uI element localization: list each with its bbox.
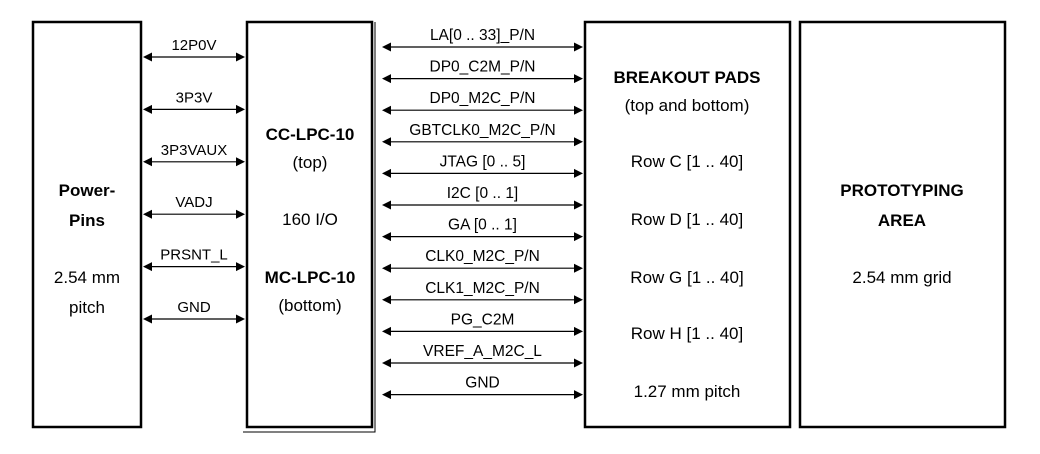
power-signal-arrows: 12P0V 3P3V 3P3VAUX VADJ PRSNT_L GND [143,37,245,324]
power-signal-vadj-3-arrowhead-right [236,209,245,219]
breakout-sub: (top and bottom) [625,96,750,115]
io-signal-i2c-0-1-5-arrowhead-left [382,200,391,210]
breakout-row-d: Row D [1 .. 40] [631,210,743,229]
power-signal-gnd-5-label: GND [177,299,211,316]
connector-shadow [243,22,376,433]
io-signal-gbtclk0-m2c-p-n-3-arrowhead-right [574,137,583,147]
io-signal-la-0-33-p-n-0-arrowhead-right [574,42,583,52]
io-signal-jtag-0-5-4-arrowhead-left [382,168,391,178]
breakout-row-g: Row G [1 .. 40] [630,268,743,287]
connector-bottom-title: MC-LPC-10 [265,268,356,287]
power-pins-pitch-line2: pitch [69,298,105,317]
power-signal-vadj-3-arrowhead-left [143,209,152,219]
io-signal-dp0-m2c-p-n-2-label: DP0_M2C_P/N [430,90,536,107]
io-signal-la-0-33-p-n-0-label: LA[0 .. 33]_P/N [430,27,535,44]
power-signal-3p3vaux-2-arrowhead-right [236,157,245,167]
power-signal-12p0v-0-label: 12P0V [171,37,216,54]
io-signal-gnd-11-arrowhead-left [382,390,391,400]
io-signal-clk0-m2c-p-n-7-arrowhead-right [574,263,583,273]
io-signal-pg-c2m-9-label: PG_C2M [451,311,515,328]
io-signal-gbtclk0-m2c-p-n-3-label: GBTCLK0_M2C_P/N [409,122,555,139]
prototyping-title-line1: PROTOTYPING [840,181,963,200]
power-signal-prsnt-l-4-label: PRSNT_L [160,247,228,264]
connector-top-title: CC-LPC-10 [266,125,355,144]
power-signal-3p3v-1-label: 3P3V [176,89,213,106]
power-signal-gnd-5-arrowhead-left [143,314,152,324]
io-signal-clk0-m2c-p-n-7-arrowhead-left [382,263,391,273]
io-signal-ga-0-1-6-label: GA [0 .. 1] [448,217,517,234]
power-signal-12p0v-0-arrowhead-left [143,52,152,62]
io-signal-ga-0-1-6-arrowhead-left [382,232,391,242]
prototyping-area-block [798,20,1007,429]
io-signal-pg-c2m-9-arrowhead-right [574,326,583,336]
io-signal-jtag-0-5-4-arrowhead-right [574,168,583,178]
power-signal-vadj-3-label: VADJ [175,194,212,211]
power-signal-gnd-5-arrowhead-right [236,314,245,324]
breakout-row-c: Row C [1 .. 40] [631,152,743,171]
io-signal-la-0-33-p-n-0-arrowhead-left [382,42,391,52]
io-signal-clk1-m2c-p-n-8-arrowhead-left [382,295,391,305]
io-signal-ga-0-1-6-arrowhead-right [574,232,583,242]
breakout-title: BREAKOUT PADS [613,68,760,87]
io-signal-dp0-c2m-p-n-1-label: DP0_C2M_P/N [430,59,536,76]
io-signal-vref-a-m2c-l-10-arrowhead-left [382,358,391,368]
prototyping-grid: 2.54 mm grid [852,268,951,287]
io-signal-gbtclk0-m2c-p-n-3-arrowhead-left [382,137,391,147]
power-signal-prsnt-l-4-arrowhead-left [143,262,152,272]
io-signal-clk1-m2c-p-n-8-arrowhead-right [574,295,583,305]
io-signal-dp0-m2c-p-n-2-arrowhead-right [574,105,583,115]
power-signal-3p3v-1-arrowhead-left [143,104,152,114]
io-signal-dp0-c2m-p-n-1-arrowhead-right [574,74,583,84]
io-signal-clk1-m2c-p-n-8-label: CLK1_M2C_P/N [425,280,540,297]
io-signal-gnd-11-arrowhead-right [574,390,583,400]
io-signal-jtag-0-5-4-label: JTAG [0 .. 5] [440,153,526,170]
connector-top-sub: (top) [293,153,328,172]
power-signal-12p0v-0-arrowhead-right [236,52,245,62]
connector-bottom-sub: (bottom) [278,296,341,315]
breakout-pitch: 1.27 mm pitch [634,382,741,401]
io-signal-arrows: LA[0 .. 33]_P/N DP0_C2M_P/N DP0_M2C_P/N GBT… [382,27,583,400]
io-signal-vref-a-m2c-l-10-arrowhead-right [574,358,583,368]
io-signal-vref-a-m2c-l-10-label: VREF_A_M2C_L [423,343,542,360]
io-signal-i2c-0-1-5-label: I2C [0 .. 1] [447,185,519,202]
breakout-row-h: Row H [1 .. 40] [631,324,743,343]
power-pins-title-line1: Power- [59,181,116,200]
power-signal-3p3vaux-2-arrowhead-left [143,157,152,167]
connector-io-count: 160 I/O [282,210,338,229]
prototyping-title-line2: AREA [878,211,926,230]
power-pins-pitch-line1: 2.54 mm [54,268,120,287]
io-signal-gnd-11-label: GND [465,375,499,392]
connector-block [245,20,374,429]
io-signal-i2c-0-1-5-arrowhead-right [574,200,583,210]
power-signal-3p3v-1-arrowhead-right [236,104,245,114]
breakout-pads-block [583,20,792,429]
power-signal-3p3vaux-2-label: 3P3VAUX [161,142,227,159]
io-signal-dp0-c2m-p-n-1-arrowhead-left [382,74,391,84]
power-signal-prsnt-l-4-arrowhead-right [236,262,245,272]
power-pins-title-line2: Pins [69,211,105,230]
io-signal-clk0-m2c-p-n-7-label: CLK0_M2C_P/N [425,248,540,265]
power-pins-block [31,20,143,429]
io-signal-dp0-m2c-p-n-2-arrowhead-left [382,105,391,115]
io-signal-pg-c2m-9-arrowhead-left [382,326,391,336]
